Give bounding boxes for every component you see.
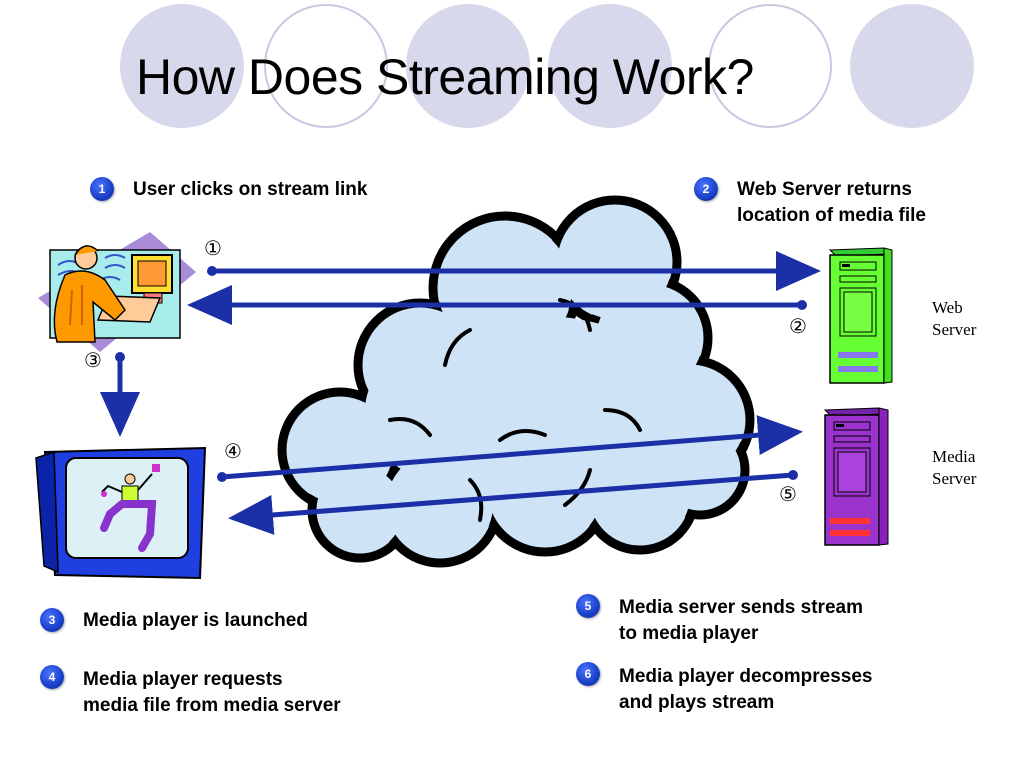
step-badge-5: 5 — [576, 594, 600, 618]
step-badge-3: 3 — [40, 608, 64, 632]
step-5-line-1: Media server sends stream — [619, 597, 863, 618]
step-6-line-2: and plays stream — [619, 692, 775, 713]
step-caption-1: User clicks on stream link — [133, 177, 367, 203]
arrow-label-4: ④ — [224, 441, 242, 463]
arrow-3-launch — [100, 352, 140, 437]
arrow-4-request-media — [217, 415, 803, 482]
deco-circle-6 — [850, 4, 974, 128]
deco-circle-4 — [548, 4, 672, 128]
web-server-tower-icon — [828, 247, 893, 384]
arrow-label-3: ③ — [84, 350, 102, 372]
step-badge-2: 2 — [694, 177, 718, 201]
arrow-2-response — [187, 285, 807, 325]
media-server-label-line-2: Server — [932, 469, 977, 488]
step-caption-6: Media player decompresses and plays stre… — [619, 664, 872, 716]
internet-cloud-icon — [277, 195, 755, 568]
tv-media-player-icon — [35, 446, 207, 580]
deco-circle-3 — [406, 4, 530, 128]
step-caption-5: Media server sends stream to media playe… — [619, 595, 863, 647]
media-server-tower-icon — [823, 407, 889, 546]
arrow-1-request — [207, 251, 821, 291]
arrow-label-5: ⑤ — [779, 484, 797, 506]
deco-circle-5 — [708, 4, 832, 128]
arrow-label-1: ① — [204, 238, 222, 260]
media-server-label-line-1: Media — [932, 447, 976, 466]
step-2-line-1: Web Server returns — [737, 179, 912, 200]
step-3-line-1: Media player is launched — [83, 610, 308, 631]
user-at-computer-icon — [38, 232, 196, 352]
arrow-5-stream — [228, 470, 798, 535]
deco-circle-2 — [264, 4, 388, 128]
step-caption-2: Web Server returns location of media fil… — [737, 177, 926, 229]
web-server-label-line-1: Web — [932, 298, 963, 317]
step-1-line-1: User clicks on stream link — [133, 179, 368, 200]
step-2-line-2: location of media file — [737, 205, 926, 226]
web-server-label: Web Server — [932, 297, 976, 341]
step-badge-1: 1 — [90, 177, 114, 201]
step-4-line-1: Media player requests — [83, 669, 283, 690]
arrow-label-2: ② — [789, 316, 807, 338]
page-title: How Does Streaming Work? — [136, 49, 754, 105]
step-6-line-1: Media player decompresses — [619, 666, 873, 687]
step-caption-4: Media player requests media file from me… — [83, 667, 341, 719]
step-caption-3: Media player is launched — [83, 608, 308, 634]
step-badge-6: 6 — [576, 662, 600, 686]
media-server-label: Media Server — [932, 446, 976, 490]
step-4-line-2: media file from media server — [83, 695, 341, 716]
web-server-label-line-2: Server — [932, 320, 977, 339]
step-badge-4: 4 — [40, 665, 64, 689]
deco-circle-1 — [120, 4, 244, 128]
step-5-line-2: to media player — [619, 623, 759, 644]
